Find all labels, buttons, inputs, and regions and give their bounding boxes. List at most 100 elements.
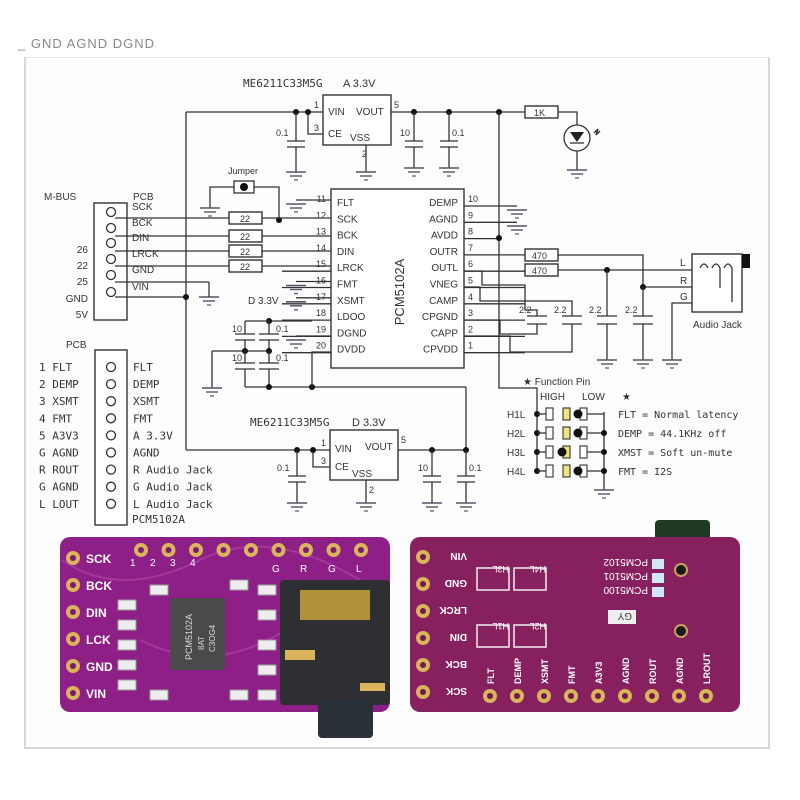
pin-ce: CE	[335, 462, 349, 473]
pin-vout: VOUT	[356, 107, 384, 118]
front-pin-label: DIN	[86, 606, 107, 620]
jumper-position-low	[573, 428, 583, 438]
jumper-pad-label: H1L	[492, 621, 509, 631]
mbus-signal-label: GND	[132, 265, 154, 276]
chip-pin-number: 1	[468, 341, 473, 351]
star-marker: ★	[622, 392, 631, 403]
chip-pin-bck: BCK	[337, 231, 358, 242]
resistor-value: 470	[532, 251, 547, 261]
chip-pin-dvdd: DVDD	[337, 345, 365, 356]
cap-value: 0.1	[469, 463, 482, 473]
pin-num: 1	[321, 438, 326, 448]
header-pin-hole	[105, 464, 117, 475]
function-pin-description: FLT = Normal latency	[618, 410, 738, 421]
audio-jack-plug	[742, 254, 750, 268]
pin-num: 3	[321, 456, 326, 466]
header-pin-hole	[105, 498, 117, 509]
front-top-letter: G	[328, 564, 336, 575]
header-pin-hole	[105, 481, 117, 492]
variant-checkbox	[652, 587, 664, 597]
function-pin-description: XMST = Soft un-mute	[618, 448, 732, 459]
cap-value: 0.1	[276, 324, 289, 334]
header-pin-right-label: FMT	[133, 412, 153, 425]
header-pin-right-label: DEMP	[133, 378, 160, 391]
back-pin-label: GND	[445, 577, 467, 588]
chip-pin-xsmt: XSMT	[337, 296, 365, 307]
chip-pin-number: 15	[316, 259, 326, 269]
variant-label: PCM5101	[603, 570, 648, 581]
back-bottom-label: AGND	[621, 657, 631, 684]
resistor-value: 470	[532, 266, 547, 276]
front-top-number: 3	[170, 558, 176, 569]
header-pin-right-label: G Audio Jack	[133, 481, 213, 494]
series-resistor-22	[228, 259, 263, 273]
resistor-value: 22	[240, 232, 250, 242]
chip-pin-outl: OUTL	[431, 263, 458, 274]
chip-pin-lrck: LRCK	[337, 263, 364, 274]
chip-pin-number: 12	[316, 210, 326, 220]
chip-pin-number: 19	[316, 324, 326, 334]
jumper-position-low	[573, 466, 583, 476]
front-pin-label: VIN	[86, 687, 106, 701]
mbus-pin-hole	[105, 286, 117, 298]
resistor-value: 22	[240, 262, 250, 272]
back-pin-label: VIN	[450, 550, 467, 561]
header-pin-left-label: 3 XSMT	[39, 395, 79, 408]
resistor-value: 22	[240, 214, 250, 224]
clipped-header-text: _ GND AGND DGND	[18, 36, 156, 51]
resistor-value: 1K	[534, 108, 545, 118]
pin-num: 5	[401, 435, 406, 445]
jumper-closed-dot	[240, 183, 248, 191]
regulator-top-rail: A 3.3V	[343, 78, 376, 90]
chip-pin-number: 16	[316, 276, 326, 286]
back-bottom-label: FMT	[567, 665, 577, 684]
pcm5102a-chip: PCM5102A FLT11SCK12BCK13DIN14LRCK15FMT16…	[282, 188, 528, 369]
regulator-bottom-part: ME6211C33M5G	[250, 416, 329, 429]
chip-pin-number: 5	[468, 276, 473, 286]
chip-pin-vneg: VNEG	[430, 280, 459, 291]
chip-pin-camp: CAMP	[429, 296, 458, 307]
pin-ce: CE	[328, 129, 342, 140]
cap-value: 0.1	[276, 353, 289, 363]
chip-pin-fmt: FMT	[337, 280, 358, 291]
chip-pin-number: 4	[468, 292, 473, 302]
cap-value: 0.1	[452, 128, 465, 138]
chip-pin-number: 8	[468, 227, 473, 237]
chip-pin-outr: OUTR	[430, 247, 458, 258]
audio-jack-label: Audio Jack	[693, 320, 743, 331]
chip-pin-number: 11	[317, 194, 326, 204]
back-pin-label: DIN	[450, 631, 467, 642]
chip-pin-din: DIN	[337, 247, 354, 258]
mbus-signal-label: DIN	[132, 233, 149, 244]
header-pin-right-label: A 3.3V	[133, 429, 173, 442]
back-bottom-label: AGND	[675, 657, 685, 684]
mbus-pin-hole	[105, 222, 117, 234]
chip-pin-number: 13	[316, 227, 326, 237]
header-pin-left-label: G AGND	[39, 447, 79, 460]
pin-vout: VOUT	[365, 442, 393, 453]
mbus-pin-number: GND	[66, 294, 88, 305]
front-pin-label: BCK	[86, 579, 112, 593]
pin-num: 3	[314, 123, 319, 133]
pin-num: 2	[362, 149, 367, 159]
regulator-top: ME6211C33M5G A 3.3V VIN VOUT CE VSS 1 3 …	[185, 77, 601, 450]
header-pin-left-label: L LOUT	[39, 498, 79, 511]
front-top-letter: L	[356, 564, 362, 575]
function-pin-name: H3L	[507, 448, 526, 459]
jumper-label: Jumper	[228, 166, 258, 176]
ic-marking: PCM5102A	[184, 614, 194, 660]
chip-pin-dgnd: DGND	[337, 328, 366, 339]
chip-pin-number: 14	[316, 243, 326, 253]
mbus-pin-hole	[105, 253, 117, 265]
chip-name: PCM5102A	[392, 258, 407, 325]
back-bottom-label: A3V3	[594, 661, 604, 684]
cap-value: 2.2	[625, 305, 638, 315]
header-pin-left-label: 2 DEMP	[39, 378, 79, 391]
function-pin-name: H4L	[507, 467, 526, 478]
back-pin-label: SCK	[445, 685, 467, 696]
front-top-number: 1	[130, 558, 136, 569]
jumper-position-low	[573, 409, 583, 419]
jack-pin-label: G	[680, 292, 688, 303]
header-pcb-label: PCB	[66, 340, 87, 351]
